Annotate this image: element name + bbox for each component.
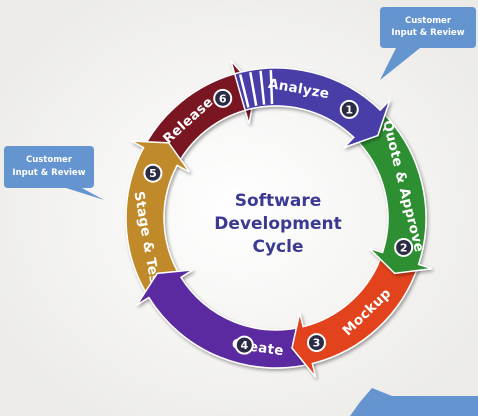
stage-4-arrow: [136, 269, 314, 369]
callout-top-line-1: Customer: [405, 16, 452, 26]
stage-3-number: 3: [313, 337, 321, 350]
ring-stripe: [259, 70, 266, 105]
stage-1-arrow: [233, 67, 391, 149]
callout-left-line-2: Input & Review: [12, 168, 85, 178]
center-title: Software Development Cycle: [214, 191, 341, 257]
ring-stripe: [238, 74, 250, 108]
stage-5-badge: [143, 163, 163, 183]
stage-5-arrow: [125, 140, 191, 299]
callout-top-line-2: Input & Review: [391, 28, 464, 38]
stage-4-number: 4: [240, 339, 248, 352]
ring-stripes-decoration: [238, 70, 274, 108]
ring-stripe: [269, 70, 274, 105]
stage-3-badge: [306, 333, 326, 353]
callout-left-line-1: Customer: [26, 155, 73, 165]
stage-4-badge: [234, 335, 254, 355]
stage-6-number: 6: [219, 92, 227, 105]
center-title-line-2: Development: [214, 214, 341, 234]
stage-2-badge: [394, 237, 414, 257]
stage-1-number: 1: [345, 103, 353, 116]
center-title-line-1: Software: [235, 191, 322, 211]
callout-customer-input-left: Customer Input & Review: [4, 146, 104, 200]
callout-partial-bottom: [350, 388, 478, 416]
stage-2-number: 2: [400, 241, 408, 254]
stage-1-badge: [339, 99, 359, 119]
callout-customer-input-top: Customer Input & Review: [380, 7, 476, 80]
stage-2-arrow: [352, 109, 433, 275]
center-title-line-3: Cycle: [253, 237, 304, 257]
stage-5-number: 5: [149, 167, 157, 180]
ring-stripe: [249, 72, 258, 106]
stage-6-badge: [213, 88, 233, 108]
